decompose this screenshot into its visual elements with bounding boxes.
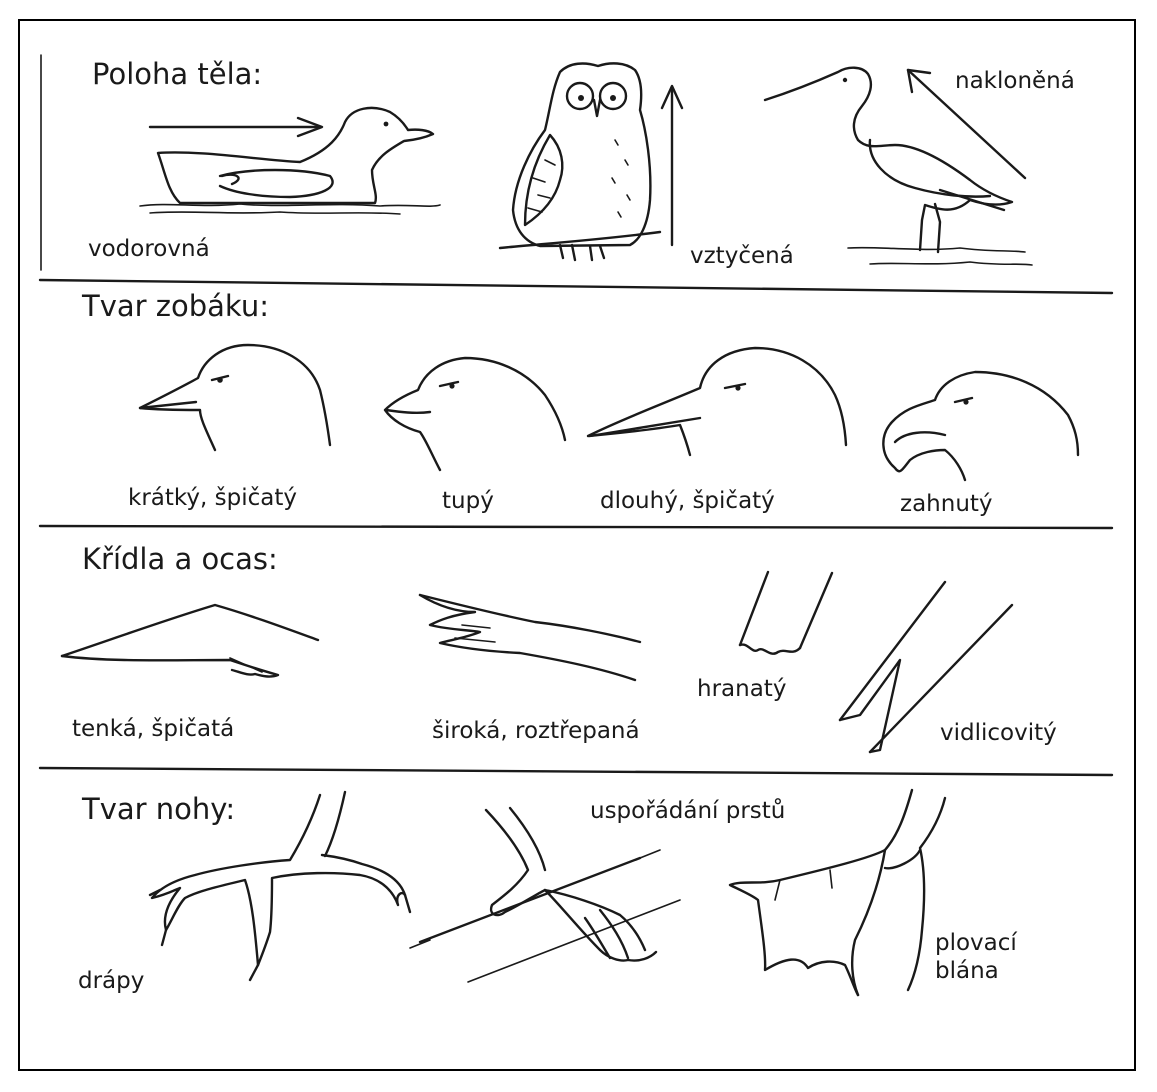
tail-square-drawing [740, 572, 832, 654]
owl-drawing [500, 63, 682, 260]
label-beak-long-pointed: dlouhý, špičatý [600, 490, 775, 513]
label-webbed-line2: blána [935, 960, 999, 983]
section-title-beak: Tvar zobáku: [82, 292, 269, 321]
beak-short-pointed-drawing [140, 345, 330, 450]
wing-thin-pointed-drawing [62, 605, 318, 677]
label-wing-broad-frayed: široká, roztřepaná [432, 720, 640, 743]
label-upright: vztyčená [690, 245, 794, 268]
foot-perching-drawing [410, 808, 680, 982]
wing-broad-frayed-drawing [420, 595, 640, 680]
label-inclined: nakloněná [955, 70, 1110, 93]
beak-long-pointed-drawing [588, 348, 846, 455]
beak-hooked-drawing [883, 372, 1078, 480]
label-horizontal: vodorovná [88, 238, 210, 261]
section-title-wings-tail: Křídla a ocas: [82, 545, 278, 574]
label-beak-hooked: zahnutý [900, 493, 993, 516]
beak-blunt-drawing [385, 358, 565, 470]
label-tail-square: hranatý [697, 678, 786, 701]
duck-drawing [140, 108, 440, 214]
label-toe-arrangement: uspořádání prstů [590, 800, 785, 823]
section-title-posture: Poloha těla: [92, 60, 262, 89]
divider-2 [40, 526, 1112, 528]
divider-3 [40, 768, 1112, 775]
label-webbed-line1: plovací [935, 932, 1017, 955]
label-tail-forked: vidlicovitý [940, 722, 1057, 745]
label-beak-blunt: tupý [442, 490, 494, 513]
label-claws: drápy [78, 970, 144, 993]
label-wing-thin-pointed: tenká, špičatá [72, 718, 234, 741]
heron-drawing [765, 68, 1032, 265]
label-beak-short-pointed: krátký, špičatý [128, 487, 297, 510]
section-title-legs: Tvar nohy: [82, 795, 235, 824]
